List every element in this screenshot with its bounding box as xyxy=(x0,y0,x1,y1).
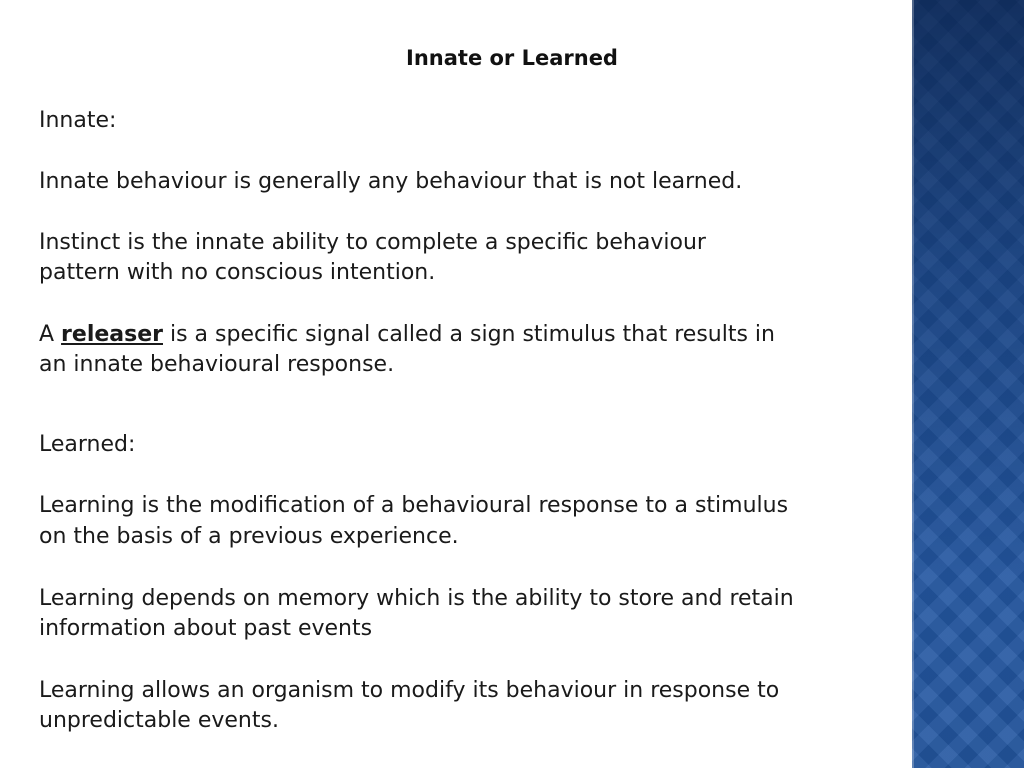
releaser-term: releaser xyxy=(61,322,163,347)
learning-modify-line-1: Learning allows an organism to modify it… xyxy=(39,678,780,703)
innate-definition-text: Innate behaviour is generally any behavi… xyxy=(39,169,743,194)
learning-modify-line-2: unpredictable events. xyxy=(39,708,279,733)
instinct-text-line-1: Instinct is the innate ability to comple… xyxy=(39,230,706,255)
decorative-side-panel xyxy=(912,0,1024,768)
releaser-prefix: A xyxy=(39,322,62,347)
slide-title: Innate or Learned xyxy=(406,46,618,70)
learning-memory-line-2: information about past events xyxy=(39,616,373,641)
instinct-text-line-2: pattern with no conscious intention. xyxy=(39,260,436,285)
innate-heading: Innate: xyxy=(39,108,117,133)
learning-definition-line-1: Learning is the modification of a behavi… xyxy=(39,493,789,518)
learned-heading: Learned: xyxy=(39,432,136,457)
releaser-text-line-1: A releaser is a specific signal called a… xyxy=(39,320,775,350)
learning-memory-line-1: Learning depends on memory which is the … xyxy=(39,586,794,611)
releaser-text-line-2: an innate behavioural response. xyxy=(39,352,395,377)
learning-definition-line-2: on the basis of a previous experience. xyxy=(39,524,459,549)
releaser-suffix: is a specific signal called a sign stimu… xyxy=(163,322,775,347)
